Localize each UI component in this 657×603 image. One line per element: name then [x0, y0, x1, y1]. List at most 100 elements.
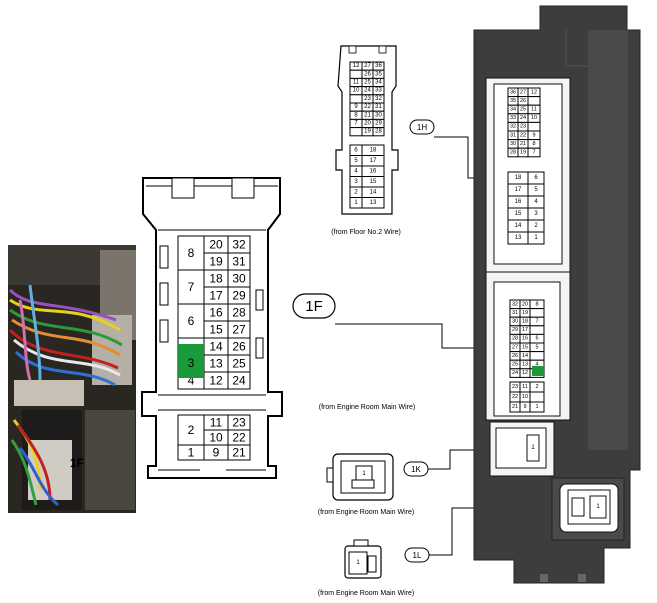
highlighted-pin-label: 3	[188, 356, 195, 370]
pin-number: 24	[512, 370, 518, 376]
pin-number: 14	[515, 223, 522, 229]
pin-number: 6	[535, 336, 538, 342]
pin-cell	[349, 127, 363, 137]
connector-1k-pin: 1	[362, 471, 366, 477]
pin-number: 25	[232, 357, 246, 371]
pin-number: 22	[520, 132, 526, 138]
pin-number: 7	[535, 319, 538, 325]
pin-number: 21	[364, 112, 371, 118]
pin-number: 5	[535, 344, 538, 350]
connector-1l-pin: 1	[356, 560, 360, 566]
pin-cell	[227, 444, 251, 461]
pin-number: 7	[354, 121, 358, 127]
pin-number: 19	[520, 150, 526, 156]
pin-number: 17	[515, 187, 522, 193]
pin-number: 28	[375, 129, 382, 135]
pin-number: 1	[535, 404, 538, 410]
pin-number: 25	[364, 80, 371, 86]
pin-number: 10	[531, 115, 537, 121]
pin-number: 15	[209, 323, 223, 337]
caption-floor-wire: (from Floor No.2 Wire)	[331, 229, 401, 236]
pin-number: 28	[232, 306, 246, 320]
pin-number: 3	[354, 179, 358, 185]
pin-number: 21	[512, 404, 518, 410]
pin-number: 20	[364, 121, 371, 127]
callout-1f: 1F	[292, 293, 492, 349]
pin-cell	[527, 231, 545, 245]
pin-cell	[361, 197, 385, 209]
pin-number: 11	[522, 384, 528, 390]
pin-cell	[529, 351, 545, 361]
pin-number: 5	[534, 187, 538, 193]
caption-engine-wire-1l: (from Engine Room Main Wire)	[318, 590, 414, 597]
pin-number: 6	[188, 314, 195, 328]
pin-number: 13	[515, 235, 522, 241]
pin-number: 34	[510, 107, 516, 113]
pin-cell	[529, 401, 545, 413]
pin-number: 30	[375, 112, 382, 118]
pin-number: 36	[510, 89, 516, 95]
pin-number: 32	[232, 238, 246, 252]
pin-number: 7	[188, 280, 195, 294]
pin-cell	[529, 308, 545, 318]
pin-number: 16	[522, 336, 528, 342]
pin-number: 22	[232, 431, 246, 445]
pin-cell	[527, 147, 541, 158]
pin-number: 23	[232, 416, 246, 430]
pin-number: 30	[232, 272, 246, 286]
pin-number: 9	[354, 104, 358, 110]
pin-number: 36	[375, 63, 382, 69]
pin-number: 4	[535, 362, 538, 368]
pin-number: 13	[522, 362, 528, 368]
pin-number: 26	[512, 353, 518, 359]
pin-cell	[527, 121, 541, 132]
pin-number: 13	[209, 357, 223, 371]
pin-number: 8	[532, 141, 535, 147]
pin-number: 8	[354, 112, 358, 118]
pin-number: 18	[209, 272, 223, 286]
pin-number: 32	[512, 301, 518, 307]
pin-number: 22	[364, 104, 371, 110]
pin-number: 26	[520, 98, 526, 104]
pin-number: 35	[510, 98, 516, 104]
pin-number: 4	[534, 199, 538, 205]
callout-1f-label: 1F	[305, 298, 323, 315]
pin-number: 18	[515, 175, 522, 181]
pin-number: 30	[510, 141, 516, 147]
pin-number: 16	[370, 168, 377, 174]
pin-number: 8	[188, 246, 195, 260]
pin-number: 32	[510, 124, 516, 130]
pin-number: 18	[522, 319, 528, 325]
pin-number: 24	[232, 374, 246, 388]
pin-number: 11	[353, 80, 360, 86]
pin-number: 30	[512, 319, 518, 325]
pin-number: 27	[232, 323, 246, 337]
junction-1k-pin: 1	[531, 445, 535, 451]
pin-number: 26	[364, 71, 371, 77]
pin-number: 23	[512, 384, 518, 390]
highlighted-pin-cell	[178, 344, 204, 378]
connector-1f-pins: 8203219317183017296162815275142613254122…	[177, 235, 251, 461]
pin-number: 24	[520, 115, 526, 121]
pin-cell	[372, 127, 385, 137]
pin-number: 11	[531, 107, 537, 113]
pin-number: 24	[364, 88, 371, 94]
pin-number: 27	[512, 344, 518, 350]
caption-engine-wire-1f: (from Engine Room Main Wire)	[319, 404, 415, 411]
pin-number: 14	[522, 353, 528, 359]
pin-number: 22	[512, 394, 518, 400]
junction-1l-pin: 1	[596, 504, 600, 510]
pin-number: 29	[232, 289, 246, 303]
pin-number: 12	[209, 374, 223, 388]
pin-number: 19	[364, 129, 371, 135]
pin-number: 12	[353, 63, 360, 69]
pin-number: 2	[534, 223, 538, 229]
pin-cell	[529, 391, 545, 403]
pin-number: 26	[232, 340, 246, 354]
pin-cell	[349, 94, 363, 104]
connector-photo: 1F	[8, 245, 136, 513]
pin-number: 3	[534, 211, 538, 217]
